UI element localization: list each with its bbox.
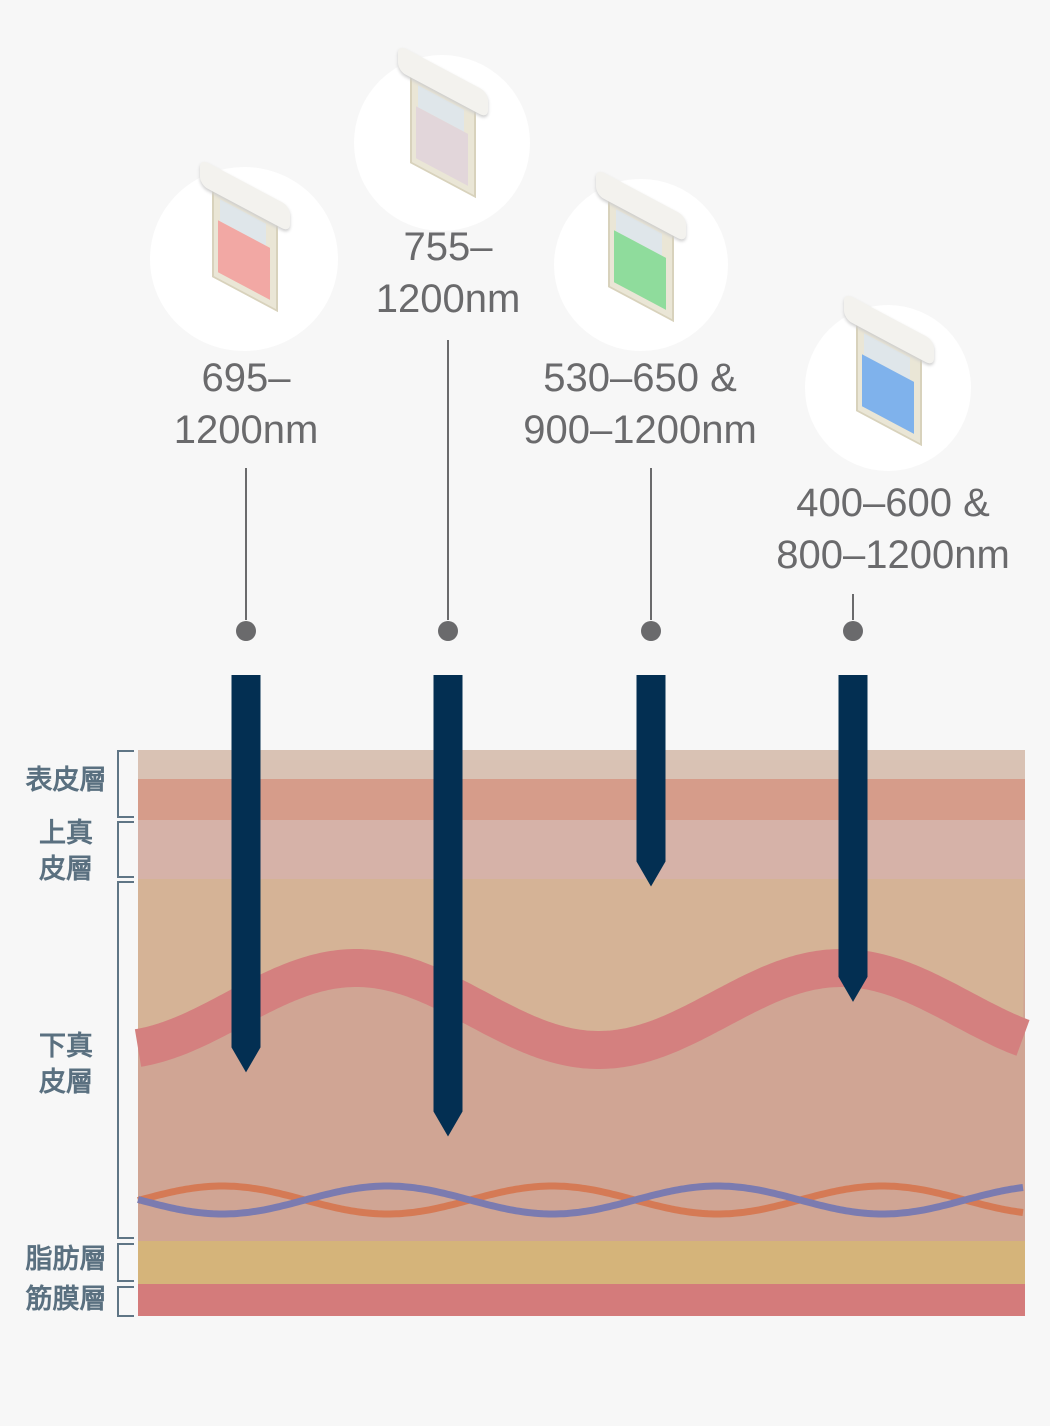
bracket-fascia: [117, 1286, 134, 1317]
penetration-needle-695: [231, 675, 261, 1073]
bracket-fat: [117, 1243, 134, 1282]
filter-circle-versatile: [554, 168, 728, 351]
bracket-lower-dermis: [117, 881, 134, 1239]
wavelength-label-versatile: 530–650 & 900–1200nm: [523, 352, 757, 456]
layer-label-lower-dermis: 下真皮層: [39, 1031, 93, 1097]
upper-dermis-layer: [138, 820, 1025, 879]
connector-dot: [438, 621, 458, 641]
lower-dermis-upper-region: [138, 879, 1025, 1050]
wavelength-line2: 900–1200nm: [523, 408, 757, 452]
wavelength-label-755: 755– 1200nm: [376, 221, 521, 325]
layer-brackets: [117, 750, 134, 1317]
layer-label-fat: 脂肪層: [25, 1244, 107, 1274]
wavelength-line1: 755–: [403, 225, 493, 269]
wavelength-line2: 1200nm: [173, 408, 319, 452]
filter-circle-acne: [805, 292, 971, 471]
penetration-needle-versatile: [636, 675, 666, 887]
layer-label-fascia: 筋膜層: [25, 1284, 107, 1314]
connector-line: [650, 468, 652, 620]
wavelength-label-acne: 400–600 & 800–1200nm: [776, 477, 1010, 581]
epidermis-top-layer: [138, 750, 1025, 779]
connector-dot: [236, 621, 256, 641]
connector-line: [447, 340, 449, 620]
penetration-needle-755: [433, 675, 463, 1137]
wavelength-line1: 695–: [201, 356, 291, 400]
bracket-upper-dermis: [117, 821, 134, 878]
wavelength-line2: 800–1200nm: [776, 533, 1010, 577]
epidermis-layer: [138, 779, 1025, 820]
wavelength-line1: 530–650 &: [543, 356, 737, 400]
filter-circle-695: [150, 158, 338, 351]
fat-layer: [138, 1241, 1025, 1284]
connector-dot: [843, 621, 863, 641]
wavelength-line1: 400–600 &: [796, 481, 990, 525]
wavelength-line2: 1200nm: [375, 277, 521, 321]
bracket-epidermis: [117, 750, 134, 818]
connector-line: [852, 594, 854, 620]
filter-circle-755: [354, 44, 530, 231]
penetration-needle-acne: [838, 675, 868, 1002]
connector-line: [245, 468, 247, 620]
layer-label-epidermis: 表皮層: [25, 765, 107, 795]
blood-vessel-wave: [134, 949, 1030, 1069]
artery-line: [137, 1182, 1024, 1218]
layer-label-upper-dermis: 上真皮層: [39, 818, 93, 884]
vein-line: [137, 1182, 1024, 1218]
connector-dot: [641, 621, 661, 641]
fascia-layer: [138, 1284, 1025, 1316]
wavelength-label-695: 695– 1200nm: [174, 352, 319, 456]
